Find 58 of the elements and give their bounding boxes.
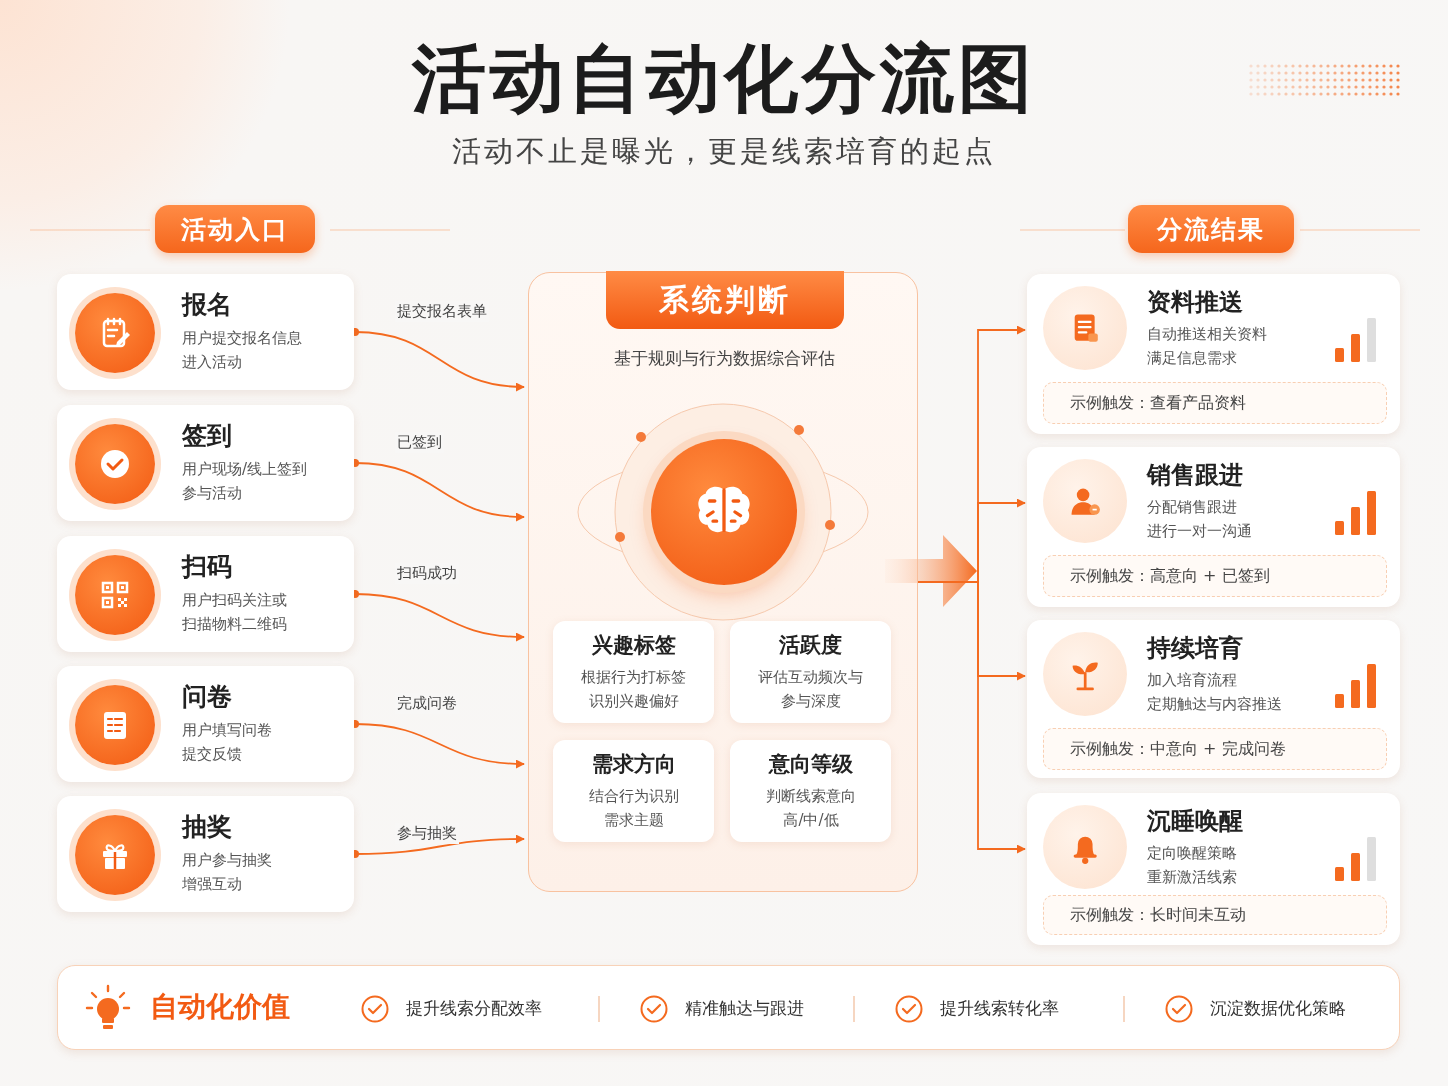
entry-card (57, 796, 354, 912)
example-box: 示例触发：高意向 + 已签到 (1043, 555, 1387, 597)
card-title: 持续培育 (1147, 633, 1243, 664)
value-heading: 自动化价值 (150, 989, 290, 1025)
edge-label: 提交报名表单 (395, 301, 489, 322)
result-card (1027, 447, 1400, 607)
edge-label: 参与抽奖 (395, 823, 459, 844)
example-box: 示例触发：中意向 + 完成问卷 (1043, 728, 1387, 770)
value-bar (57, 965, 1400, 1050)
card-description: 用户提交报名信息进入活动 (182, 328, 302, 373)
criteria-card (553, 621, 714, 723)
panel-heading-tab: 系统判断 (606, 271, 844, 329)
value-item: 沉淀数据优化策略 (1210, 997, 1346, 1020)
entry-card (57, 666, 354, 782)
entry-card (57, 274, 354, 390)
card-description: 用户现场/线上签到参与活动 (182, 459, 308, 504)
card-title: 资料推送 (1147, 287, 1243, 318)
card-description: 自动推送相关资料满足信息需求 (1147, 324, 1267, 369)
card-description: 加入培育流程定期触达与内容推送 (1147, 670, 1282, 715)
subtitle: 活动不止是曝光，更是线索培育的起点 (451, 133, 997, 170)
card-description: 评估互动频次与参与深度 (758, 667, 863, 712)
card-title: 沉睡唤醒 (1147, 806, 1243, 837)
card-title: 意向等级 (767, 751, 854, 778)
entry-card (57, 536, 354, 652)
card-title: 报名 (182, 289, 232, 321)
card-description: 结合行为识别需求主题 (589, 786, 679, 831)
result-card (1027, 620, 1400, 778)
page-title: 活动自动化分流图 (410, 34, 1037, 123)
card-description: 定向唤醒策略重新激活线索 (1147, 843, 1237, 888)
card-description: 用户扫码关注或扫描物料二维码 (182, 590, 287, 635)
card-title: 需求方向 (590, 751, 677, 778)
card-title: 活跃度 (778, 632, 843, 659)
section-heading-tab: 分流结果 (1128, 205, 1294, 253)
card-description: 分配销售跟进进行一对一沟通 (1147, 497, 1252, 542)
value-item: 提升线索转化率 (940, 997, 1059, 1020)
card-description: 根据行为打标签识别兴趣偏好 (581, 667, 686, 712)
entry-card (57, 405, 354, 521)
card-title: 问卷 (182, 681, 232, 713)
card-description: 判断线索意向高/中/低 (766, 786, 856, 831)
card-title: 销售跟进 (1147, 460, 1243, 491)
value-item: 精准触达与跟进 (685, 997, 804, 1020)
section-heading-tab: 活动入口 (155, 205, 315, 253)
judgment-panel (528, 272, 918, 892)
criteria-card (730, 621, 891, 723)
card-title: 兴趣标签 (590, 632, 677, 659)
card-title: 扫码 (182, 551, 232, 583)
panel-description: 基于规则与行为数据综合评估 (612, 347, 836, 370)
result-card (1027, 274, 1400, 434)
criteria-card (553, 740, 714, 842)
card-description: 用户填写问卷提交反馈 (182, 720, 272, 765)
example-box: 示例触发：查看产品资料 (1043, 382, 1387, 424)
value-item: 提升线索分配效率 (406, 997, 542, 1020)
criteria-card (730, 740, 891, 842)
example-box: 示例触发：长时间未互动 (1043, 895, 1387, 935)
card-description: 用户参与抽奖增强互动 (182, 850, 272, 895)
card-title: 签到 (182, 420, 232, 452)
result-card (1027, 793, 1400, 945)
card-title: 抽奖 (182, 811, 232, 843)
